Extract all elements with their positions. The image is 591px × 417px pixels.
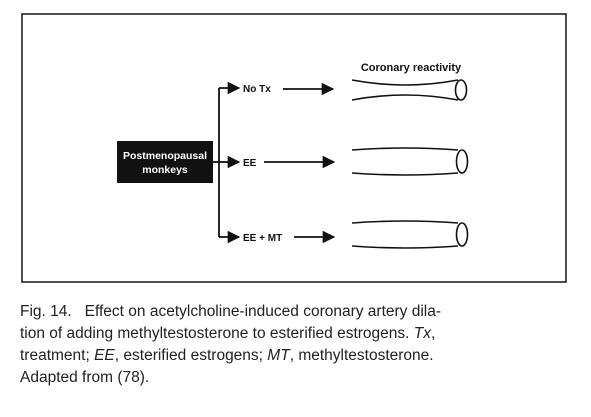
caption-line-2: tion of adding methyltestosterone to est…: [20, 325, 436, 342]
caption-label: Fig. 14.: [20, 303, 72, 320]
figure-frame: [21, 13, 567, 283]
caption-title-part1: Effect on acetylcholine-induced coronary…: [84, 303, 442, 320]
caption-source: Adapted from (78).: [20, 369, 150, 386]
caption-abbr-term-tx: Tx: [413, 325, 431, 342]
caption-abbr-term-ee: EE: [94, 347, 115, 364]
source-box: [117, 141, 213, 183]
caption-abbr-def-mt: methyltestosterone.: [298, 347, 434, 364]
caption-abbr-term-mt: MT: [267, 347, 290, 364]
artery-end-2: [455, 149, 469, 174]
caption-line-1: Fig. 14. Effect on acetylcholine-induced…: [20, 301, 568, 323]
branch-no-tx: No Tx: [219, 79, 468, 101]
branch-label-ee-mt: EE + MT: [243, 233, 282, 244]
caption-line-3: treatment; EE, esterified estrogens; MT,…: [20, 347, 434, 364]
branch-label-ee: EE: [243, 158, 257, 169]
artery-normal-bottom-2: [351, 245, 459, 249]
figure-caption: Fig. 14. Effect on acetylcholine-induced…: [20, 301, 568, 389]
caption-abbr-def-tx: treatment;: [20, 347, 90, 364]
artery-normal-bottom-1: [351, 172, 459, 176]
artery-end-3: [455, 222, 469, 247]
artery-constricted-top: [351, 79, 459, 86]
artery-end-1: [454, 79, 468, 101]
diagram-figure: Coronary reactivity Postmenopausal monke…: [21, 13, 567, 283]
artery-normal-top-1: [351, 147, 459, 151]
branch-ee: EE: [227, 147, 469, 176]
source-box-line1: Postmenopausal: [123, 150, 207, 162]
coronary-reactivity-header: Coronary reactivity: [361, 62, 462, 74]
source-box-line2: monkeys: [142, 164, 188, 176]
caption-abbr-def-ee: esterified estrogens;: [123, 347, 263, 364]
artery-normal-top-2: [351, 220, 459, 224]
branch-label-no-tx: No Tx: [243, 84, 271, 95]
caption-line-4: Adapted from (78).: [20, 367, 568, 389]
artery-constricted-bottom: [351, 94, 459, 101]
caption-title-part2: tion of adding methyltestosterone to est…: [20, 325, 410, 342]
branch-ee-mt: EE + MT: [219, 220, 469, 249]
